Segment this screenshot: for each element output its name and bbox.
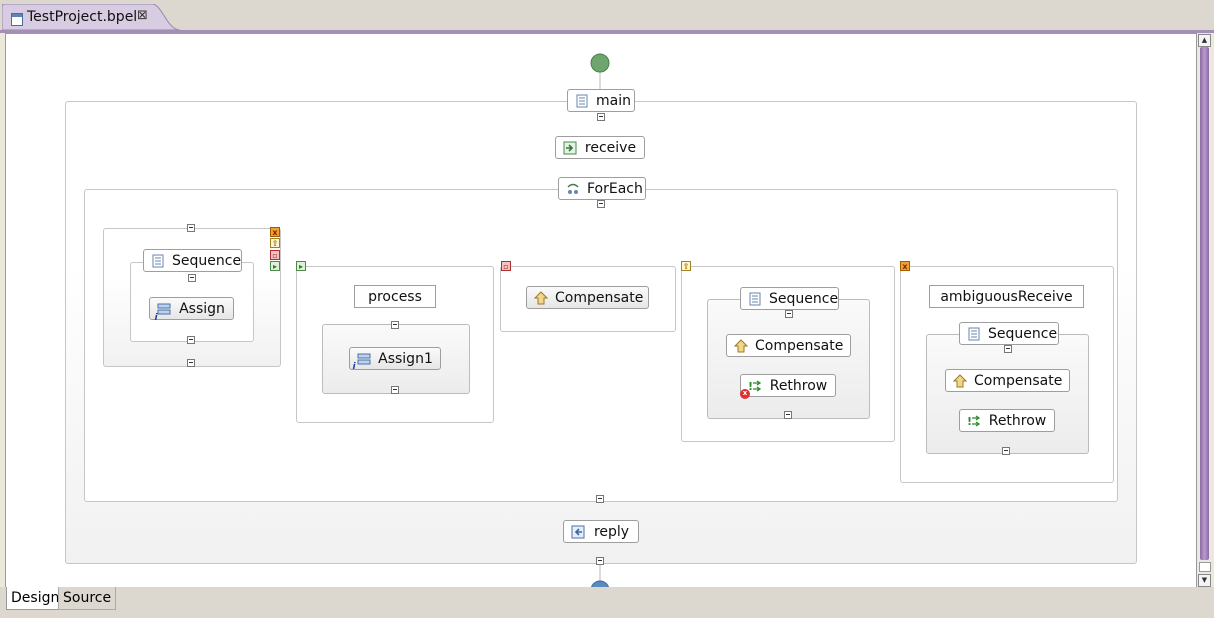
termination-rethrow-node[interactable]: ! Rethrow [740, 374, 836, 397]
catch-label: ambiguousReceive [940, 288, 1073, 305]
sequence-icon [749, 292, 761, 305]
assign1-label: Assign1 [378, 350, 433, 367]
event-handler-marker-icon[interactable]: ▸ [296, 261, 306, 271]
onevent-scope-toggle[interactable] [391, 321, 399, 329]
termination-marker-icon[interactable]: ⇧ [270, 238, 280, 248]
reply-node[interactable]: reply [563, 520, 639, 543]
start-node[interactable] [590, 53, 610, 73]
svg-text:!: ! [967, 415, 972, 428]
onevent-process-node[interactable]: process [354, 285, 436, 308]
main-collapse-toggle[interactable] [597, 113, 605, 121]
main-process-node[interactable]: main [567, 89, 635, 112]
termination-compensate-node[interactable]: Compensate [726, 334, 851, 357]
tab-title: TestProject.bpel [27, 9, 138, 25]
catch-fault-node[interactable]: ambiguousReceive [929, 285, 1084, 308]
receive-label: receive [584, 139, 637, 156]
scope-sequence-toggle[interactable] [188, 274, 196, 282]
end-node[interactable] [590, 580, 610, 588]
receive-icon [563, 141, 577, 154]
receive-node[interactable]: receive [555, 136, 645, 159]
foreach-node[interactable]: ForEach [558, 177, 646, 200]
compensate-icon [734, 338, 748, 352]
scope-sequence-node[interactable]: Sequence [143, 249, 242, 272]
error-icon: x [740, 389, 750, 399]
termination-handler-marker-icon[interactable]: ⇧ [681, 261, 691, 271]
sequence-icon [152, 254, 164, 267]
vertical-scrollbar[interactable]: ▲ ▼ [1197, 33, 1211, 587]
editor-tab[interactable]: TestProject.bpel ⊠ [2, 4, 180, 30]
catch-rethrow-node[interactable]: ! Rethrow [959, 409, 1055, 432]
scope-collapse-toggle[interactable] [187, 224, 195, 232]
editor-mode-tabs: Design Source [0, 587, 1214, 618]
event-marker-icon[interactable]: ▸ [270, 261, 280, 271]
info-icon: i [352, 362, 356, 372]
termination-sequence-toggle[interactable] [785, 310, 793, 318]
close-icon[interactable]: ⊠ [137, 8, 148, 23]
scroll-thumb[interactable] [1200, 47, 1209, 560]
foreach-label: ForEach [587, 180, 643, 197]
compensation-marker-icon[interactable]: ▫ [270, 250, 280, 260]
compensate-icon [953, 373, 967, 387]
scope-sequence-label: Sequence [172, 252, 242, 269]
catch-all-marker-icon[interactable]: x [270, 227, 280, 237]
assign-label: Assign [179, 300, 225, 317]
bpel-file-icon [11, 13, 23, 26]
scope-end-toggle[interactable] [187, 359, 195, 367]
termination-rethrow-label: Rethrow [769, 377, 828, 394]
catch-sequence-toggle[interactable] [1004, 345, 1012, 353]
catch-sequence-label: Sequence [988, 325, 1058, 342]
event-handler-label: process [368, 288, 422, 305]
scroll-grip[interactable] [1199, 562, 1211, 572]
tab-source[interactable]: Source [58, 587, 117, 610]
foreach-icon [567, 183, 579, 194]
sequence-icon [968, 327, 980, 340]
catch-sequence-container [926, 334, 1089, 454]
main-label: main [596, 92, 631, 109]
info-icon: i [154, 313, 158, 323]
editor-tab-bar: TestProject.bpel ⊠ [0, 0, 1214, 33]
process-end-toggle[interactable] [596, 557, 604, 565]
foreach-end-toggle[interactable] [596, 495, 604, 503]
rethrow-icon: ! [748, 380, 762, 393]
scope-sequence-end-toggle[interactable] [187, 336, 195, 344]
svg-text:!: ! [748, 380, 753, 393]
termination-sequence-label: Sequence [769, 290, 839, 307]
termination-sequence-end-toggle[interactable] [784, 411, 792, 419]
reply-icon [571, 525, 585, 538]
compensate-label: Compensate [555, 289, 644, 306]
sequence-icon [576, 94, 588, 107]
catch-rethrow-label: Rethrow [988, 412, 1047, 429]
compensation-handler-marker-icon[interactable]: ▫ [501, 261, 511, 271]
compensation-compensate-node[interactable]: Compensate [526, 286, 649, 309]
scroll-up-icon[interactable]: ▲ [1198, 34, 1211, 47]
tab-background [2, 4, 180, 30]
scroll-down-icon[interactable]: ▼ [1198, 574, 1211, 587]
catch-compensate-node[interactable]: Compensate [945, 369, 1070, 392]
assign-icon [357, 353, 371, 364]
onevent-scope-end-toggle[interactable] [391, 386, 399, 394]
assign-icon [157, 303, 171, 314]
compensate-icon [534, 290, 548, 304]
catch-compensate-label: Compensate [974, 372, 1063, 389]
foreach-collapse-toggle[interactable] [597, 200, 605, 208]
reply-label: reply [593, 523, 630, 540]
tab-design[interactable]: Design [6, 587, 65, 610]
termination-compensate-label: Compensate [755, 337, 844, 354]
catch-handler-marker-icon[interactable]: x [900, 261, 910, 271]
assign1-node[interactable]: Assign1 [349, 347, 441, 370]
rethrow-icon: ! [967, 415, 981, 428]
termination-sequence-node[interactable]: Sequence [740, 287, 839, 310]
catch-sequence-node[interactable]: Sequence [959, 322, 1059, 345]
catch-sequence-end-toggle[interactable] [1002, 447, 1010, 455]
design-canvas[interactable]: main receive ForEach Sequence Assign pro… [5, 33, 1197, 589]
assign-node[interactable]: Assign [149, 297, 234, 320]
